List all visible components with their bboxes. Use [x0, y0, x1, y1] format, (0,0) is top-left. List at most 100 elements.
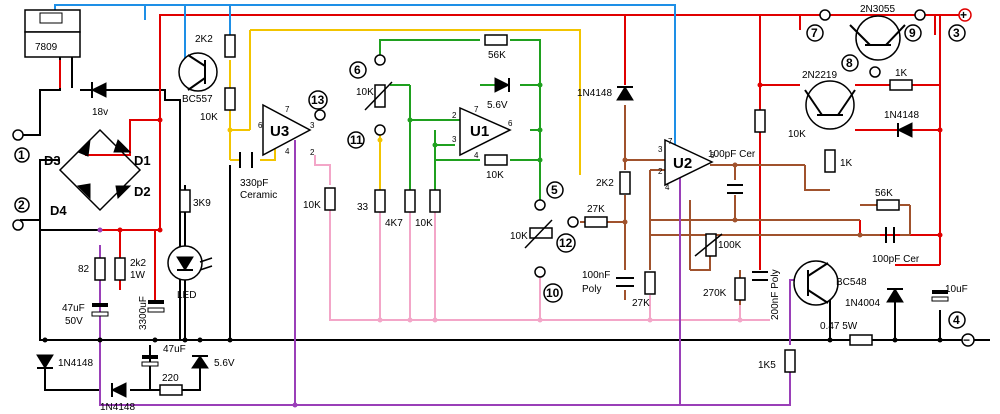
cap-100pf-fb: 100pF Cer	[872, 227, 920, 265]
green-wires	[379, 39, 541, 200]
c-poly-label: Poly	[582, 284, 601, 295]
u1-pin6: 6	[508, 119, 513, 128]
u2-label: U2	[673, 155, 692, 172]
plus-sign: +	[960, 8, 967, 22]
u1-pin7: 7	[474, 105, 479, 114]
r-4k7-label: 4K7	[385, 218, 403, 229]
resistor-220: 220	[159, 373, 183, 396]
regulator-7809: 7809	[24, 9, 81, 58]
point-7: 7	[806, 9, 831, 42]
resistor-56k-u2: 56K	[875, 188, 900, 211]
zener-18v: 18v	[90, 82, 108, 118]
d2-label: D2	[134, 184, 151, 199]
terminal-3-label: 3	[953, 26, 960, 40]
resistor-1k-h: 1K	[889, 68, 913, 91]
pink-wires	[314, 155, 770, 321]
resistor-270k: 270K	[703, 277, 746, 301]
resistor-27k-v: 27K	[632, 271, 656, 309]
u1-pin3: 3	[452, 135, 457, 144]
cap-100pf-u2: 100pF Cer	[708, 149, 756, 194]
resistor-2k2-1w: 2k2 1W	[114, 257, 147, 281]
r-82-label: 82	[78, 264, 90, 275]
resistor-10k-2n2219: 10K	[754, 109, 806, 140]
u3-pin6: 6	[258, 121, 263, 130]
point-12: 12	[556, 216, 579, 253]
d1-label: D1	[134, 153, 151, 168]
point-5-label: 5	[551, 183, 558, 197]
r-047-label: 0.47 5W	[820, 321, 858, 332]
d3-label: D3	[44, 153, 61, 168]
zener-5v6-b-label: 5.6V	[487, 100, 508, 111]
terminal-1-label: 1	[18, 148, 25, 162]
yellow-wires	[229, 29, 581, 190]
r-220-label: 220	[162, 373, 179, 384]
transistor-2n3055: 2N3055	[849, 4, 906, 61]
d-1n4148-b-label: 1N4148	[100, 402, 135, 413]
terminal-minus: − 4	[948, 311, 975, 347]
bc557-label: BC557	[182, 94, 213, 105]
point-11-label: 11	[350, 133, 363, 147]
regulator-label: 7809	[35, 42, 58, 53]
blue-wires	[54, 4, 676, 150]
d4-label: D4	[50, 203, 67, 218]
u2-pin3: 3	[658, 145, 663, 154]
u1-pin2: 2	[452, 111, 457, 120]
r-10k-label: 10K	[200, 112, 218, 123]
2n3055-label: 2N3055	[860, 4, 895, 15]
transistor-bc557: BC557	[178, 52, 218, 105]
diode-1n4148-u2: 1N4148	[577, 86, 634, 101]
opamp-u2: U2 3 2 7 4 6	[658, 137, 715, 192]
c-100pf-a-label: 100pF Cer	[708, 149, 756, 160]
point-9: 9	[904, 9, 926, 42]
diode-1n4148-bottom: 1N4148	[100, 382, 135, 413]
resistor-10k-u3: 10K	[303, 187, 336, 211]
pot-100k: 100K	[694, 233, 742, 257]
diode-1n4148-right: 1N4148	[884, 110, 919, 138]
transistor-bc548: BC548	[793, 260, 867, 306]
point-5: 5	[534, 181, 564, 211]
junction-dots	[42, 82, 943, 408]
u1-label: U1	[470, 123, 489, 140]
terminal-2-label: 2	[18, 198, 25, 212]
cap-10uf: 10uF	[931, 284, 968, 302]
terminal-2: 2	[12, 197, 30, 231]
r-2k2-u2-label: 2K2	[596, 178, 614, 189]
r-10k-u1-label: 10K	[415, 218, 433, 229]
zener-18v-label: 18v	[92, 107, 108, 118]
bc548-label: BC548	[836, 277, 867, 288]
u2-pin4: 4	[665, 183, 670, 192]
transistor-2n2219: 2N2219	[802, 70, 856, 130]
u3-pin4: 4	[285, 147, 290, 156]
pot-10k-b-label: 10K	[510, 231, 528, 242]
point-8: 8	[841, 54, 881, 78]
cap-3300uf: 3300uF	[138, 296, 165, 330]
resistor-10k-bc557: 10K	[200, 87, 236, 123]
u2-pin2: 2	[658, 167, 663, 176]
c-330pf-label: 330pF	[240, 178, 268, 189]
point-10: 10	[534, 266, 563, 303]
pot-10k-a-label: 10K	[356, 87, 374, 98]
c-47uf-b-label: 47uF	[163, 344, 186, 355]
c-3300uf-label: 3300uF	[138, 296, 149, 330]
resistor-56k-u1: 56K	[484, 34, 508, 61]
black-wires	[20, 30, 990, 391]
terminal-1: 1	[12, 129, 30, 163]
resistor-2k2-top: 2K2	[195, 34, 236, 58]
r-1k5-label: 1K5	[758, 360, 776, 371]
point-13-label: 13	[311, 93, 325, 107]
r-56k-u2-label: 56K	[875, 188, 893, 199]
resistor-10k-u1: 10K	[415, 189, 441, 229]
u3-label: U3	[270, 123, 289, 140]
d-1n4148-a-label: 1N4148	[58, 358, 93, 369]
brown-wires	[580, 105, 911, 305]
resistor-33: 33	[357, 189, 386, 213]
c-200nf-label: 200nF Poly	[770, 269, 781, 320]
u2-pin7: 7	[668, 137, 673, 146]
c-100nf-label: 100nF	[582, 270, 610, 281]
zener-5v6-bottom: 5.6V	[191, 355, 235, 369]
r-33-label: 33	[357, 202, 369, 213]
diode-1n4004: 1N4004	[845, 288, 904, 309]
resistor-10k-u1-fb: 10K	[484, 154, 508, 181]
u2-pin6: 6	[710, 151, 715, 160]
bridge-rectifier: D3 D1 D2 D4	[44, 128, 151, 218]
